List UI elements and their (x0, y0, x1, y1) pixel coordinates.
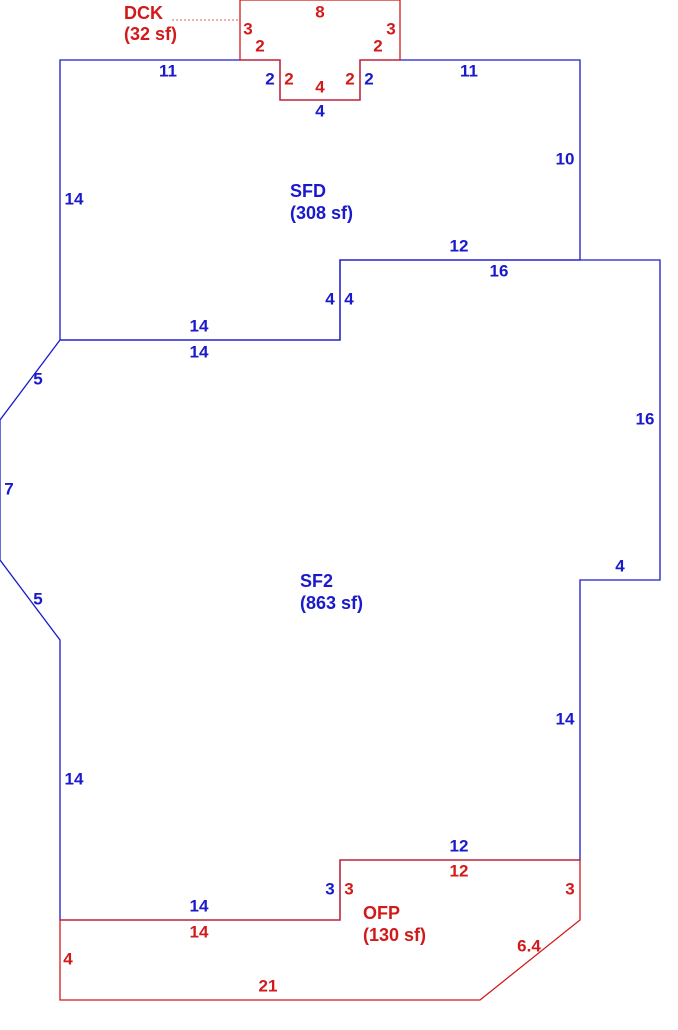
dim-sfd-top-left-11: 11 (159, 61, 177, 80)
dim-dck-right-2: 2 (373, 36, 382, 55)
dck-name: DCK (124, 3, 163, 23)
dim-sfd-right-10: 10 (556, 149, 575, 168)
sfd-area: (308 sf) (290, 203, 353, 223)
dim-sfd-notch-right-2: 2 (364, 69, 373, 88)
dim-sfd-step-12: 12 (450, 236, 469, 255)
dim-ofp-top-14: 14 (190, 922, 209, 941)
dim-sf2-top-14: 14 (190, 342, 209, 361)
sf2-area: (863 sf) (300, 593, 363, 613)
dim-dck-inner-right-2: 2 (345, 69, 354, 88)
dim-sf2-left-14: 14 (65, 769, 84, 788)
dim-sf2-bottom-right-12: 12 (450, 836, 469, 855)
dim-sf2-diag-lower-5: 5 (33, 589, 42, 608)
dim-sf2-step-4: 4 (344, 289, 354, 308)
dim-sfd-step-4: 4 (325, 289, 335, 308)
sf2-name: SF2 (300, 571, 333, 591)
dim-sfd-bottom-14: 14 (190, 316, 209, 335)
dim-dck-top: 8 (315, 2, 324, 21)
dim-sfd-top-right-11: 11 (460, 61, 478, 80)
dim-dck-left-3: 3 (243, 19, 252, 38)
dim-dck-left-2: 2 (255, 36, 264, 55)
dim-sf2-jog-4: 4 (615, 556, 625, 575)
dim-sf2-right-16: 16 (636, 409, 655, 428)
dim-sf2-top-16: 16 (490, 261, 509, 280)
dim-ofp-diag-6-4: 6.4 (517, 936, 541, 955)
dim-dck-inner-left-2: 2 (284, 69, 293, 88)
dim-sfd-notch-bottom-4: 4 (315, 101, 325, 120)
ofp-name: OFP (363, 903, 400, 923)
dim-sfd-notch-left-2: 2 (265, 69, 274, 88)
dck-area: (32 sf) (124, 24, 177, 44)
dim-dck-bottom-4: 4 (315, 77, 325, 96)
dim-sf2-right-14: 14 (556, 709, 575, 728)
dim-ofp-left-4: 4 (63, 949, 73, 968)
dim-ofp-bottom-21: 21 (259, 976, 278, 995)
dim-ofp-top-12: 12 (450, 861, 469, 880)
dim-dck-right-3: 3 (386, 19, 395, 38)
dck-outline (239, 0, 401, 101)
dim-sf2-bottom-step-3: 3 (325, 879, 334, 898)
dim-sf2-diag-upper-5: 5 (33, 369, 42, 388)
sfd-name: SFD (290, 181, 326, 201)
dim-sfd-left-14: 14 (65, 189, 84, 208)
dim-ofp-step-3: 3 (344, 879, 353, 898)
ofp-outline (59, 859, 581, 1001)
dim-ofp-right-3: 3 (565, 879, 574, 898)
dim-sf2-bottom-left-14: 14 (190, 896, 209, 915)
ofp-area: (130 sf) (363, 925, 426, 945)
dim-sf2-left-7: 7 (4, 479, 13, 498)
